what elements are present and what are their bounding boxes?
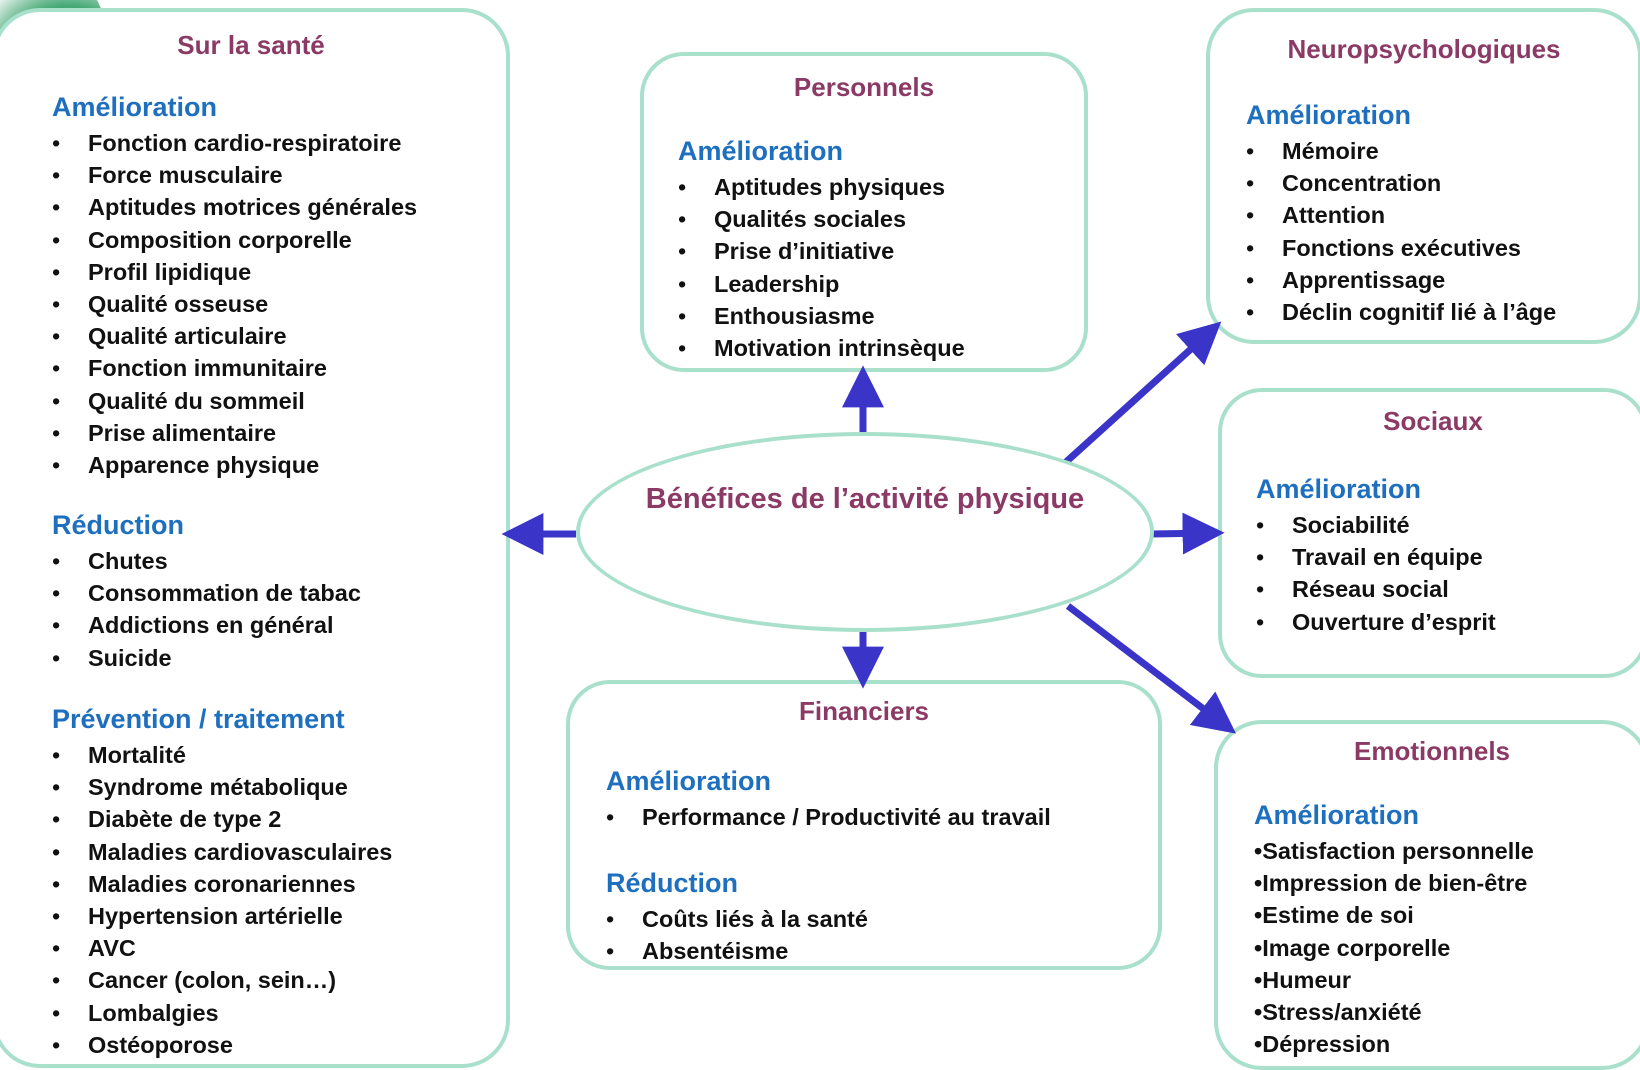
list-item: Profil lipidique: [52, 256, 417, 288]
list-item: Syndrome métabolique: [52, 771, 392, 803]
box-neuro: Neuropsychologiques Amélioration Mémoire…: [1206, 8, 1640, 344]
list-item: •Humeur: [1254, 966, 1352, 993]
center-ellipse: Bénéfices de l’activité physique: [576, 432, 1154, 632]
list-item: Prise d’initiative: [678, 235, 965, 267]
list-item: Qualités sociales: [678, 203, 965, 235]
list-item: Ouverture d’esprit: [1256, 606, 1496, 638]
sante-prevention-list: Mortalité Syndrome métabolique Diabète d…: [52, 739, 392, 1061]
list-item: Consommation de tabac: [52, 577, 361, 609]
list-item: •Dépression: [1254, 1031, 1391, 1058]
list-item: Leadership: [678, 268, 965, 300]
box-sante-title: Sur la santé: [177, 30, 325, 60]
list-item: Force musculaire: [52, 159, 417, 191]
list-item: Lombalgies: [52, 997, 392, 1029]
financiers-reduction-heading: Réduction: [606, 868, 738, 898]
list-item: Maladies coronariennes: [52, 868, 392, 900]
neuro-amelioration-list: Mémoire Concentration Attention Fonction…: [1246, 135, 1556, 328]
sociaux-amelioration-list: Sociabilité Travail en équipe Réseau soc…: [1256, 509, 1496, 638]
box-financiers-title: Financiers: [798, 696, 930, 726]
list-item: •Satisfaction personnelle: [1254, 838, 1534, 864]
emotionnels-amelioration-list: •Satisfaction personnelle •Impression de…: [1254, 835, 1534, 1060]
list-item: Concentration: [1246, 167, 1556, 199]
sante-prevention-heading: Prévention / traitement: [52, 704, 345, 734]
list-item: Attention: [1246, 199, 1556, 231]
list-item: Performance / Productivité au travail: [606, 801, 1051, 833]
list-item: Apparence physique: [52, 449, 417, 481]
list-item: Ostéoporose: [52, 1029, 392, 1061]
box-personnels: Personnels Amélioration Aptitudes physiq…: [640, 52, 1088, 372]
box-sante: Sur la santé Amélioration Fonction cardi…: [0, 8, 510, 1068]
list-item: Mortalité: [52, 739, 392, 771]
list-item: Cancer (colon, sein…): [52, 964, 392, 996]
list-item: Travail en équipe: [1256, 541, 1496, 573]
list-item: Fonctions exécutives: [1246, 232, 1556, 264]
list-item: •Stress/anxiété: [1254, 999, 1422, 1026]
list-item: Aptitudes motrices générales: [52, 191, 417, 223]
list-item: •Impression de bien-être: [1254, 870, 1528, 897]
list-item: Prise alimentaire: [52, 417, 417, 449]
list-item: Coûts liés à la santé: [606, 903, 868, 935]
sante-reduction-list: Chutes Consommation de tabac Addictions …: [52, 545, 361, 674]
list-item: Suicide: [52, 642, 361, 674]
sante-amelioration-list: Fonction cardio-respiratoire Force muscu…: [52, 127, 417, 481]
sante-amelioration-heading: Amélioration: [52, 92, 218, 122]
personnels-amelioration-heading: Amélioration: [678, 136, 844, 166]
list-item: Composition corporelle: [52, 224, 417, 256]
list-item: Motivation intrinsèque: [678, 332, 965, 364]
list-item: Chutes: [52, 545, 361, 577]
financiers-reduction-list: Coûts liés à la santé Absentéisme: [606, 903, 868, 968]
box-neuro-title: Neuropsychologiques: [1287, 34, 1561, 64]
arrow-to-emotionnels: [1065, 603, 1237, 734]
arrow-to-sociaux: [1151, 512, 1225, 555]
box-financiers: Financiers Amélioration Performance / Pr…: [566, 680, 1162, 970]
list-item: Aptitudes physiques: [678, 171, 965, 203]
list-item: AVC: [52, 932, 392, 964]
list-item: Diabète de type 2: [52, 803, 392, 835]
list-item: Fonction immunitaire: [52, 352, 417, 384]
list-item: Sociabilité: [1256, 509, 1496, 541]
financiers-amelioration-heading: Amélioration: [606, 766, 772, 796]
sociaux-amelioration-heading: Amélioration: [1256, 474, 1422, 504]
list-item: Mémoire: [1246, 135, 1556, 167]
sante-reduction-heading: Réduction: [52, 510, 184, 540]
list-item: Fonction cardio-respiratoire: [52, 127, 417, 159]
list-item: Qualité articulaire: [52, 320, 417, 352]
emotionnels-amelioration-heading: Amélioration: [1254, 800, 1420, 830]
list-item: Réseau social: [1256, 573, 1496, 605]
list-item: Déclin cognitif lié à l’âge: [1246, 296, 1556, 328]
arrow-to-neuro: [1063, 321, 1222, 465]
list-item: Qualité osseuse: [52, 288, 417, 320]
personnels-amelioration-list: Aptitudes physiques Qualités sociales Pr…: [678, 171, 965, 364]
box-sociaux-title: Sociaux: [1383, 406, 1483, 436]
neuro-amelioration-heading: Amélioration: [1246, 100, 1412, 130]
box-sociaux: Sociaux Amélioration Sociabilité Travail…: [1218, 388, 1640, 678]
box-personnels-title: Personnels: [793, 72, 935, 102]
list-item: Hypertension artérielle: [52, 900, 392, 932]
list-item: Enthousiasme: [678, 300, 965, 332]
financiers-amelioration-list: Performance / Productivité au travail: [606, 801, 1051, 833]
list-item: Addictions en général: [52, 609, 361, 641]
box-emotionnels-title: Emotionnels: [1353, 736, 1510, 766]
list-item: Qualité du sommeil: [52, 385, 417, 417]
center-title: Bénéfices de l’activité physique: [645, 483, 1085, 515]
list-item: •Estime de soi: [1254, 902, 1414, 929]
list-item: •Image corporelle: [1254, 934, 1451, 961]
list-item: Maladies cardiovasculaires: [52, 836, 392, 868]
list-item: Apprentissage: [1246, 264, 1556, 296]
list-item: Absentéisme: [606, 935, 868, 967]
